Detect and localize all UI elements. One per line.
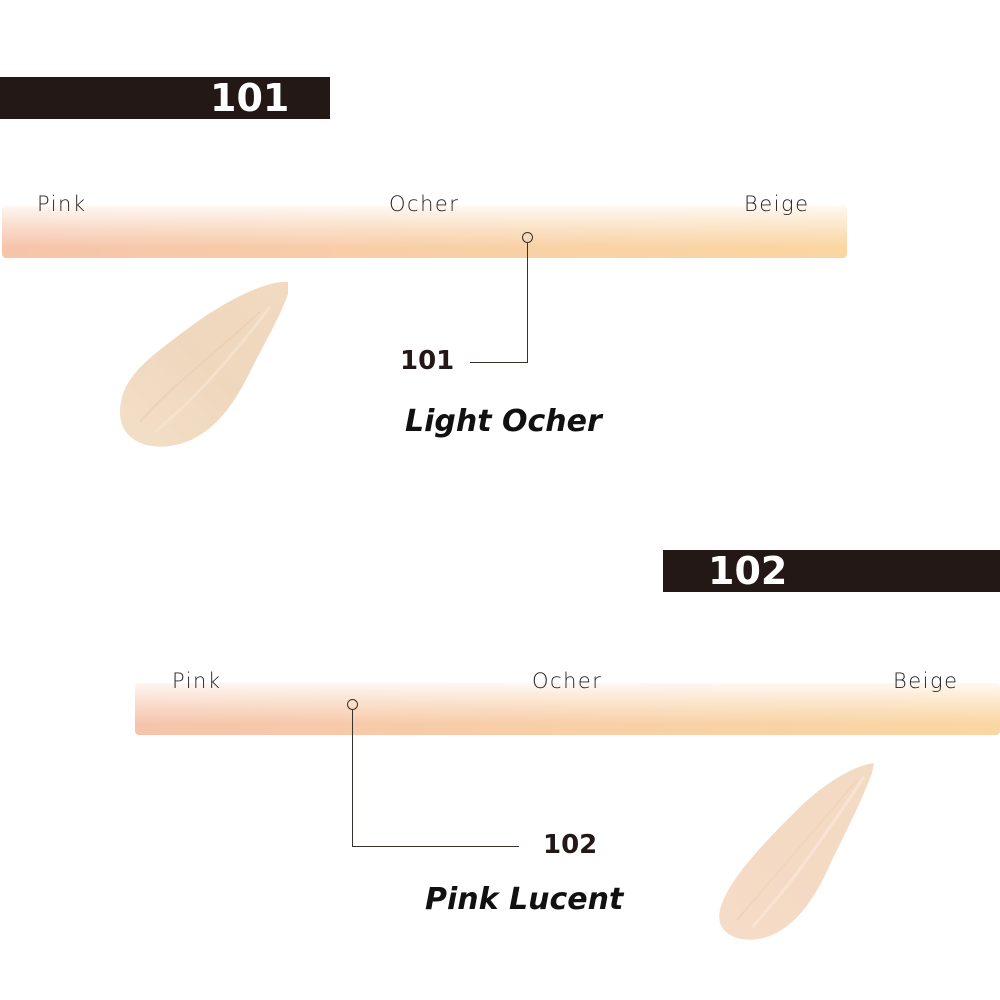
shade-102-scale-marker [347,699,358,710]
shade-101-swatch-image [120,281,288,447]
shade-101-leader-line-vertical [527,243,529,363]
shade-101-leader-line-horizontal [470,362,528,364]
scale-label-pink: Pink [172,669,222,693]
shade-101-badge: 101 [0,77,330,119]
shade-102-badge-label: 102 [708,549,788,593]
shade-101-scale-marker [522,232,533,243]
shade-101-badge-label: 101 [210,76,290,120]
scale-label-ocher: Ocher [389,192,460,216]
shade-102-leader-line-horizontal [352,846,519,848]
shade-102-code: 102 [543,830,598,860]
shade-102-leader-line-vertical [352,710,354,847]
scale-label-beige: Beige [893,669,959,693]
scale-label-beige: Beige [744,192,810,216]
shade-101-name: Light Ocher [405,404,602,439]
shade-102-badge: 102 [663,550,1000,592]
scale-label-pink: Pink [37,192,87,216]
shade-102-swatch-image [719,763,874,940]
shade-101-color-scale: Pink Ocher Beige [2,192,847,258]
shade-101-code: 101 [400,346,455,376]
shade-102-color-scale: Pink Ocher Beige [135,669,1000,735]
scale-label-ocher: Ocher [532,669,603,693]
shade-102-name: Pink Lucent [425,882,624,917]
